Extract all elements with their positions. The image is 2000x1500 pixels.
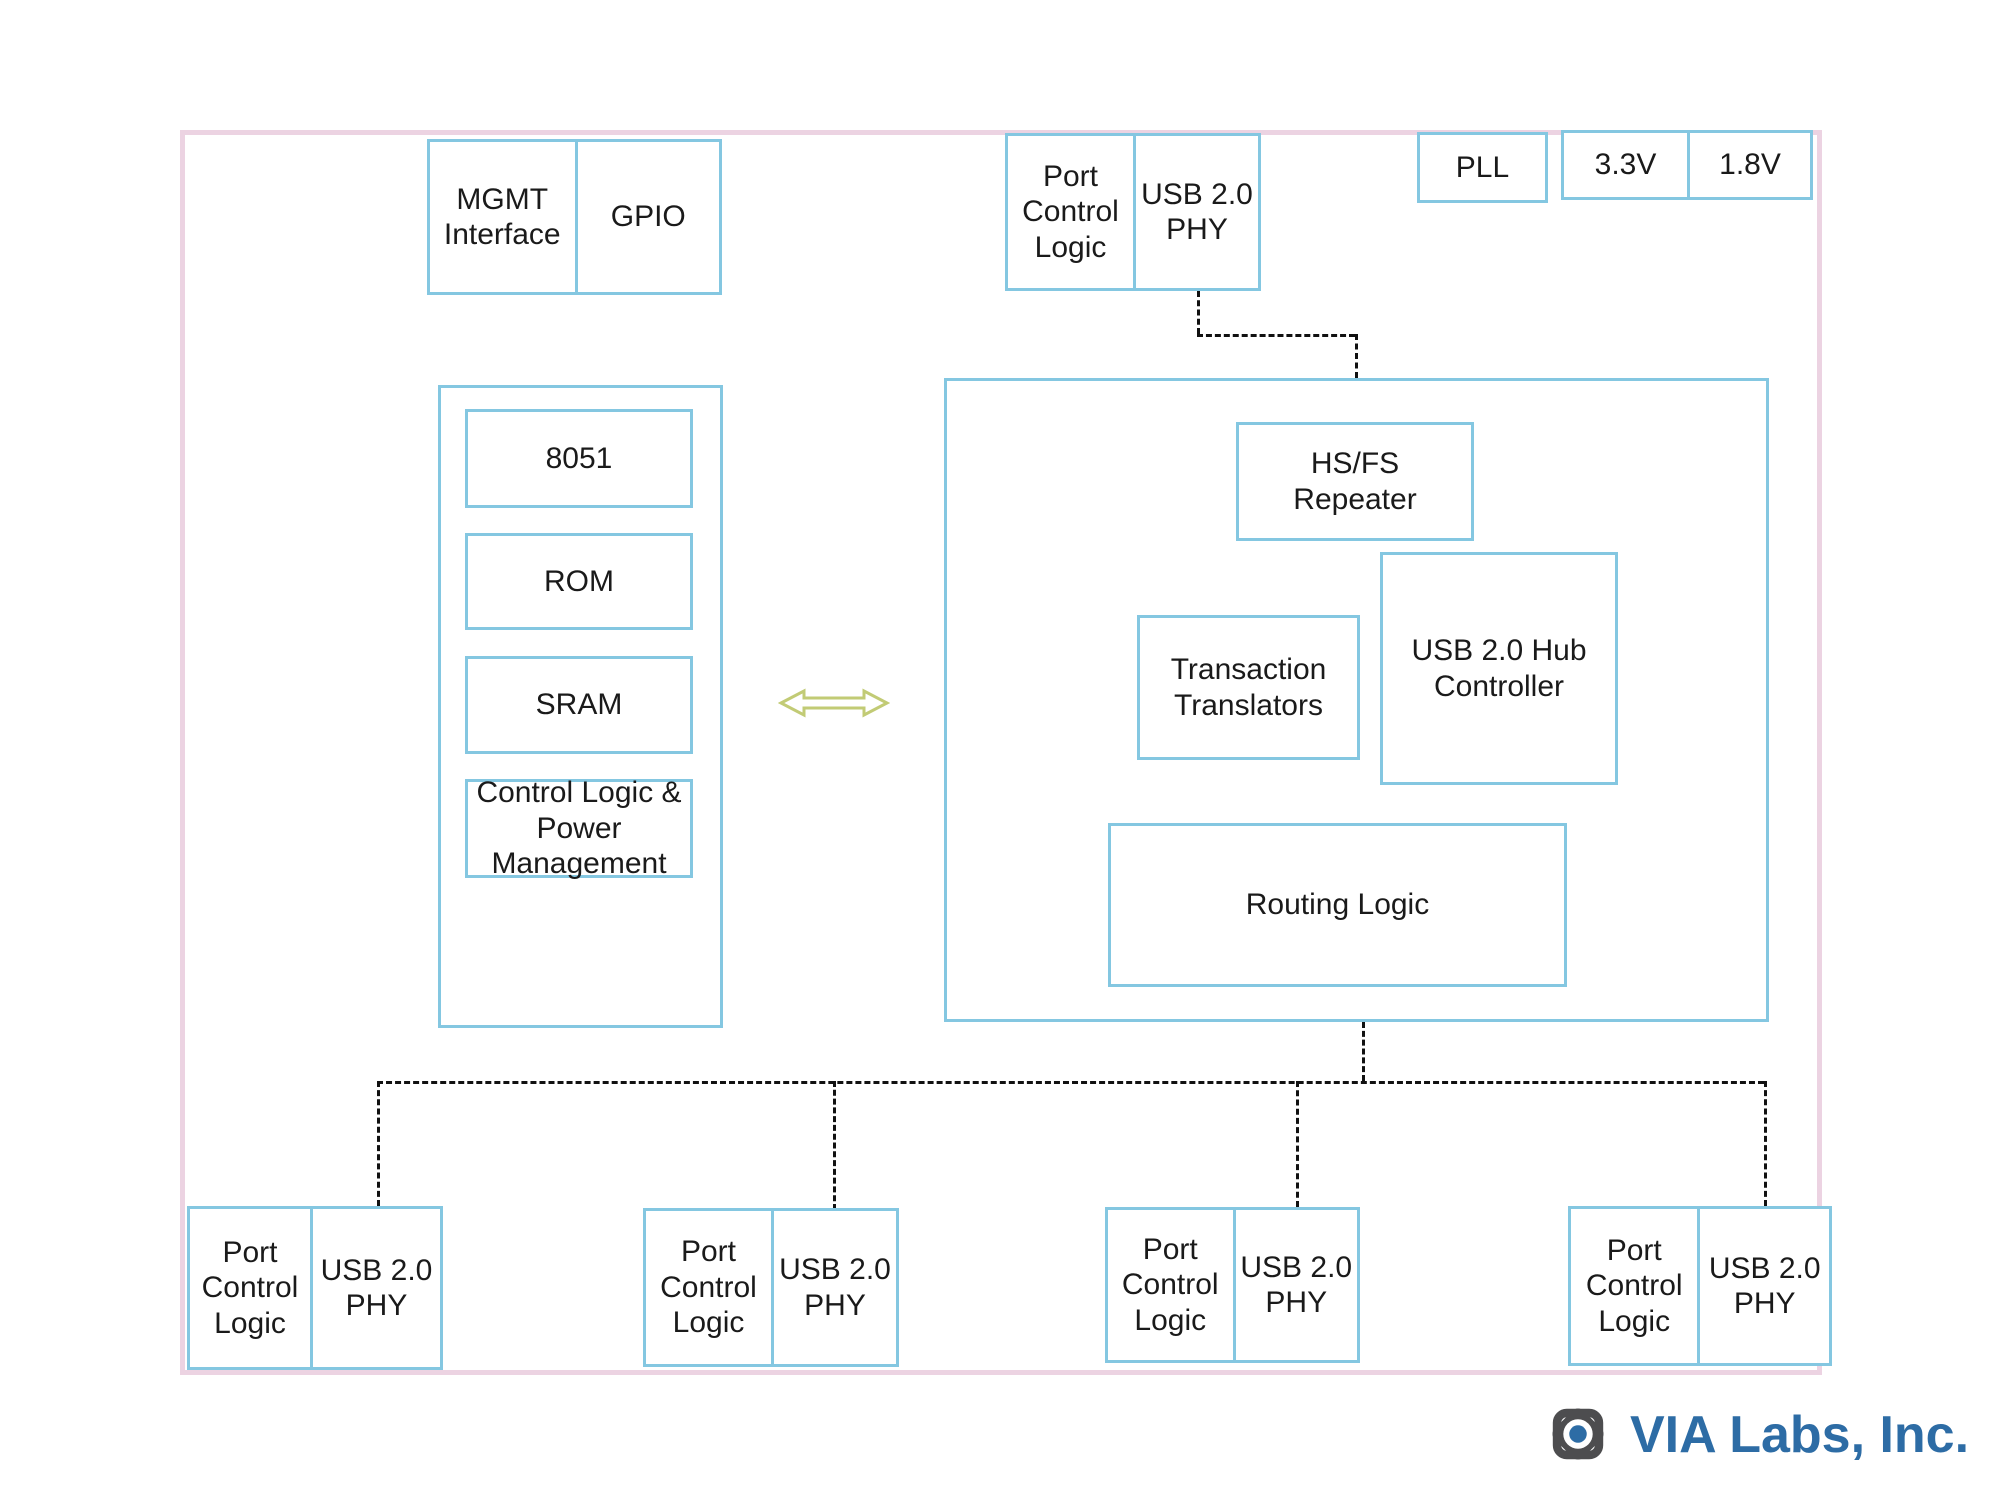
downstream-port-1-control-block: Port Control Logic	[190, 1209, 310, 1367]
dashed-connector-upstream-drop	[1197, 291, 1200, 334]
rom-label: ROM	[544, 564, 614, 598]
dashed-connector-port3-drop	[1296, 1081, 1299, 1207]
rail-3v3-label: 3.3V	[1594, 148, 1657, 182]
downstream-port-4-control-label: Port Control Logic	[1585, 1233, 1683, 1338]
downstream-port-4-phy-label: USB 2.0 PHY	[1708, 1251, 1821, 1320]
downstream-port-1-block: Port Control Logic USB 2.0 PHY	[187, 1206, 443, 1370]
upstream-phy-label: USB 2.0 PHY	[1141, 177, 1253, 246]
hub-subsystem-block	[944, 378, 1769, 1022]
mgmt-interface-block: MGMT Interface	[430, 142, 575, 292]
dashed-connector-upstream-horizontal	[1197, 334, 1355, 337]
via-labs-logo-icon	[1543, 1399, 1613, 1469]
sram-block: SRAM	[465, 656, 693, 754]
control-logic-power-block: Control Logic & Power Management	[465, 776, 693, 880]
downstream-port-2-block: Port Control Logic USB 2.0 PHY	[643, 1208, 899, 1367]
dashed-connector-port2-drop	[833, 1081, 836, 1210]
brand-name: VIA Labs, Inc.	[1630, 1406, 1970, 1464]
rail-3v3-block: 3.3V	[1564, 133, 1687, 197]
downstream-port-4-control-block: Port Control Logic	[1571, 1209, 1697, 1363]
dashed-connector-hub-drop	[1362, 1022, 1365, 1081]
upstream-port-block: Port Control Logic USB 2.0 PHY	[1005, 133, 1261, 291]
gpio-label: GPIO	[610, 200, 686, 234]
downstream-port-2-control-block: Port Control Logic	[646, 1211, 771, 1364]
power-rails-block: 3.3V 1.8V	[1561, 130, 1813, 200]
mgmt-gpio-block: MGMT Interface GPIO	[427, 139, 722, 295]
sram-label: SRAM	[535, 688, 623, 722]
pll-label: PLL	[1455, 150, 1510, 184]
mgmt-interface-label: MGMT Interface	[443, 182, 561, 251]
downstream-port-1-phy-label: USB 2.0 PHY	[320, 1253, 433, 1322]
hub-controller-block: USB 2.0 Hub Controller	[1380, 552, 1618, 785]
mcu-subsystem-block	[438, 385, 723, 1028]
downstream-port-3-block: Port Control Logic USB 2.0 PHY	[1105, 1207, 1360, 1363]
downstream-port-4-phy-block: USB 2.0 PHY	[1697, 1209, 1829, 1363]
downstream-port-3-phy-label: USB 2.0 PHY	[1240, 1250, 1353, 1319]
routing-logic-block: Routing Logic	[1108, 823, 1567, 987]
downstream-port-4-block: Port Control Logic USB 2.0 PHY	[1568, 1206, 1832, 1366]
hub-controller-label: USB 2.0 Hub Controller	[1411, 634, 1587, 703]
downstream-port-3-control-block: Port Control Logic	[1108, 1210, 1233, 1360]
chip-boundary-frame	[180, 130, 1822, 1375]
upstream-port-control-block: Port Control Logic	[1008, 136, 1133, 288]
hsfs-repeater-label: HS/FS Repeater	[1293, 447, 1417, 516]
downstream-port-2-control-label: Port Control Logic	[660, 1235, 757, 1340]
cpu-8051-label: 8051	[545, 441, 613, 475]
transaction-translators-block: Transaction Translators	[1137, 615, 1360, 760]
downstream-port-2-phy-label: USB 2.0 PHY	[779, 1253, 891, 1322]
rail-1v8-block: 1.8V	[1687, 133, 1810, 197]
dashed-connector-bus-horizontal	[377, 1081, 1764, 1084]
downstream-port-2-phy-block: USB 2.0 PHY	[771, 1211, 896, 1364]
downstream-port-1-control-label: Port Control Logic	[201, 1235, 299, 1340]
bidirectional-arrow-icon	[777, 687, 891, 719]
cpu-8051-block: 8051	[465, 409, 693, 508]
rail-1v8-label: 1.8V	[1719, 148, 1781, 182]
hsfs-repeater-block: HS/FS Repeater	[1236, 422, 1474, 541]
downstream-port-3-phy-block: USB 2.0 PHY	[1232, 1210, 1358, 1360]
upstream-port-control-label: Port Control Logic	[1022, 159, 1119, 264]
dashed-connector-port1-drop	[377, 1081, 380, 1206]
downstream-port-1-phy-block: USB 2.0 PHY	[310, 1209, 440, 1367]
transaction-translators-label: Transaction Translators	[1170, 653, 1327, 722]
routing-logic-label: Routing Logic	[1245, 888, 1430, 922]
pll-block: PLL	[1417, 132, 1548, 203]
gpio-block: GPIO	[574, 142, 720, 292]
dashed-connector-port4-drop	[1764, 1081, 1767, 1206]
rom-block: ROM	[465, 533, 693, 630]
upstream-phy-block: USB 2.0 PHY	[1133, 136, 1258, 288]
downstream-port-3-control-label: Port Control Logic	[1121, 1232, 1219, 1337]
control-logic-power-label: Control Logic & Power Management	[476, 776, 682, 881]
dashed-connector-upstream-entry	[1355, 334, 1358, 378]
